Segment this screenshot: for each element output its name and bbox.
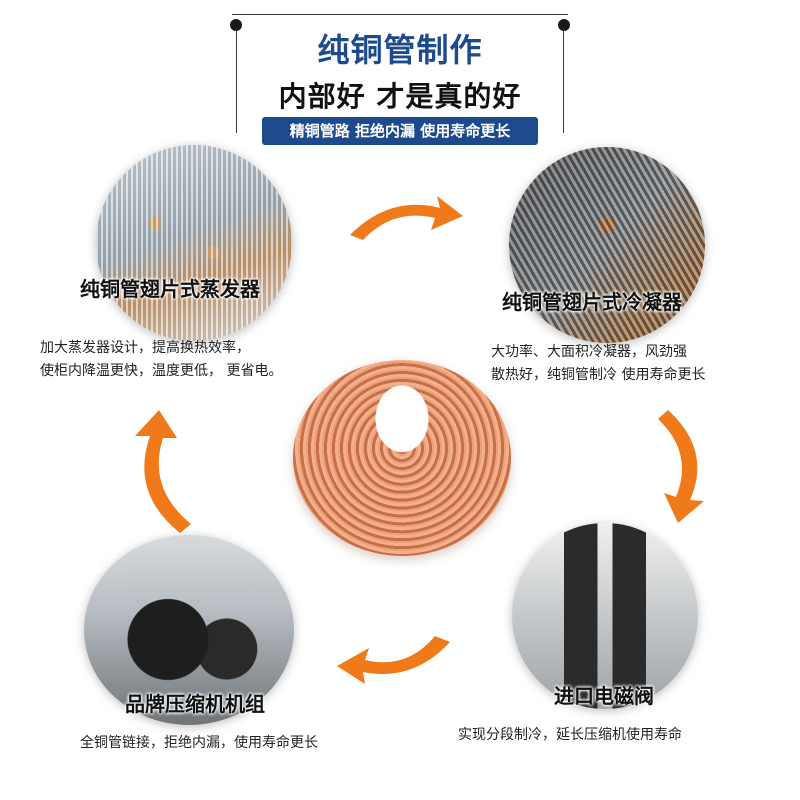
page-subtitle: 内部好 才是真的好 xyxy=(278,80,522,113)
compressor-description: 全铜管链接，拒绝内漏，使用寿命更长 xyxy=(80,735,318,751)
valve-label: 进口电磁阀 xyxy=(554,684,654,708)
page-title: 纯铜管制作 xyxy=(317,31,483,69)
valve-description: 实现分段制冷，延长压缩机使用寿命 xyxy=(458,727,682,743)
arrow-down-icon xyxy=(658,410,704,523)
compressor-label: 品牌压缩机机组 xyxy=(125,692,265,716)
condenser-description: 大功率、大面积冷凝器，风劲强 散热好，纯铜管制冷 使用寿命更长 xyxy=(491,344,706,383)
evaporator-photo xyxy=(96,145,292,341)
compressor-photo xyxy=(84,535,294,725)
arrow-left-icon xyxy=(337,636,450,684)
solenoid-valve-photo xyxy=(512,523,698,709)
pin-icon xyxy=(230,19,242,31)
condenser-label: 纯铜管翅片式冷凝器 xyxy=(502,290,682,314)
pin-icon xyxy=(558,19,570,31)
arrow-up-icon xyxy=(135,410,191,533)
evaporator-label: 纯铜管翅片式蒸发器 xyxy=(80,277,260,301)
evaporator-description: 加大蒸发器设计，提高换热效率， 使柜内降温更快，温度更低， 更省电。 xyxy=(40,340,283,379)
banner: 精铜管路 拒绝内漏 使用寿命更长 xyxy=(262,117,538,145)
condenser-photo xyxy=(509,147,705,343)
header-card: 纯铜管制作 内部好 才是真的好 xyxy=(230,14,570,147)
arrow-right-icon xyxy=(350,196,463,240)
copper-coil-image xyxy=(293,360,511,556)
